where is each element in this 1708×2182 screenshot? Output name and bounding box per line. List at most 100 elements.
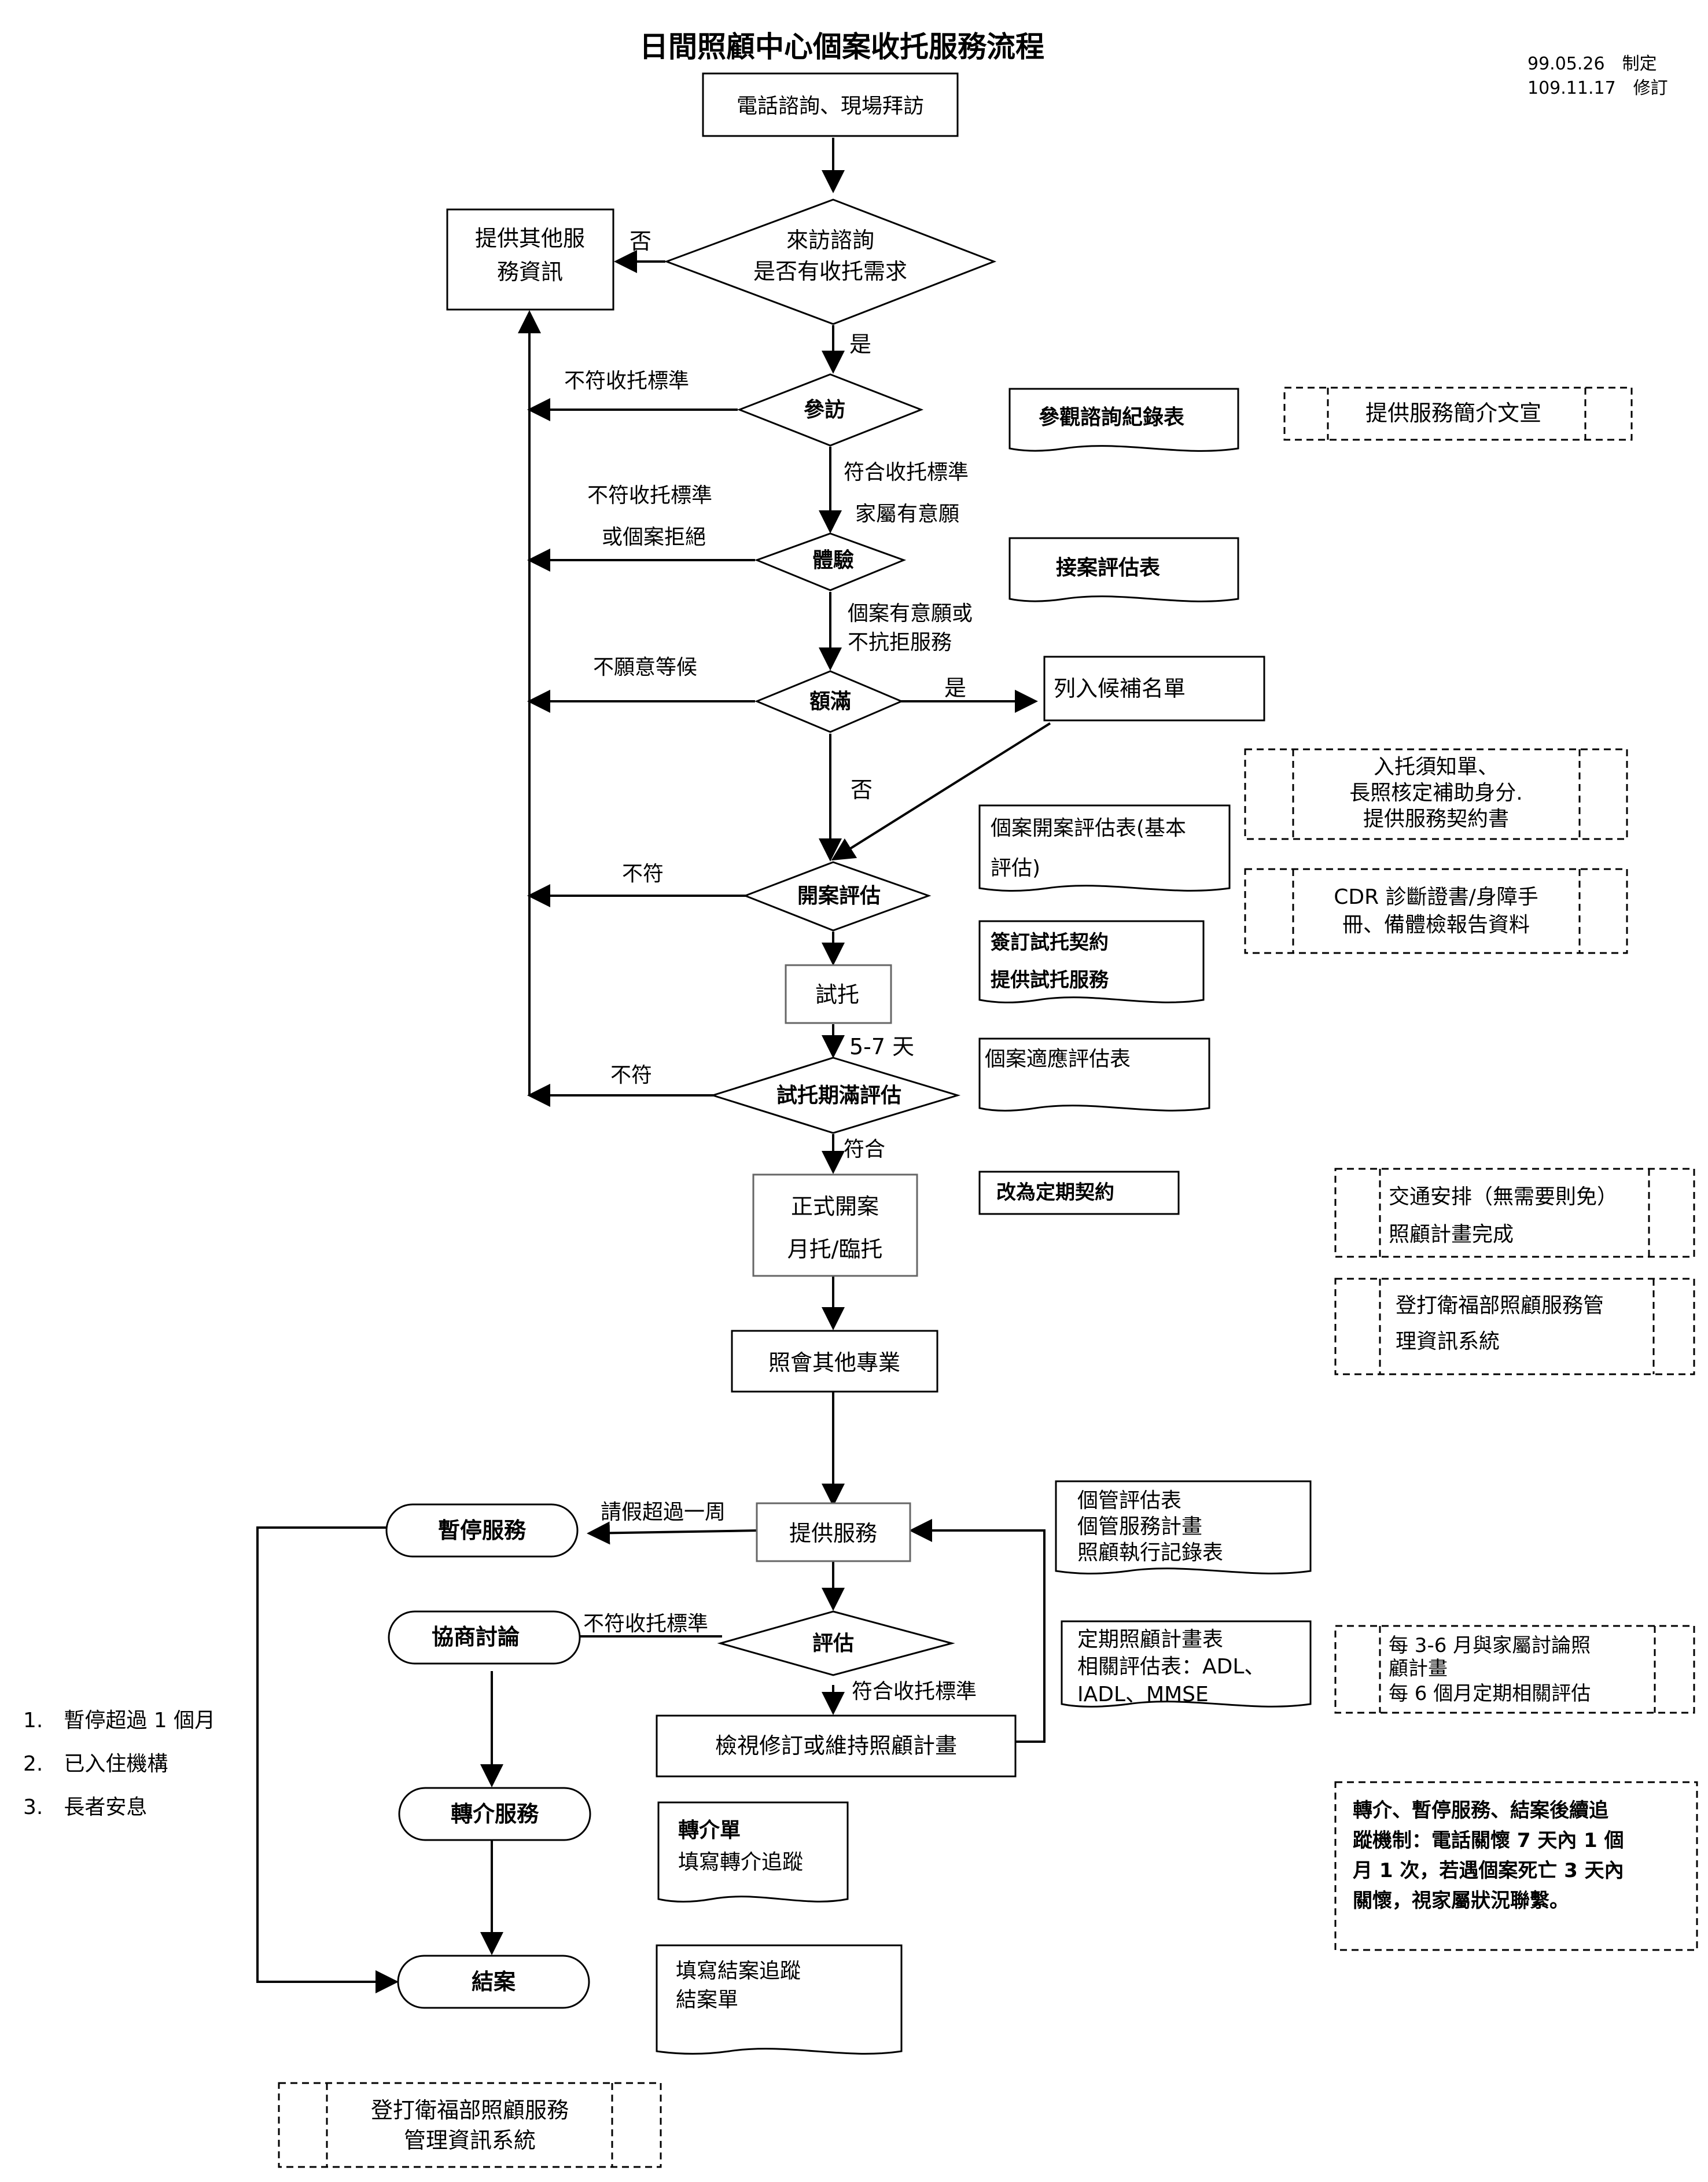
svg-text:提供服務: 提供服務	[789, 1521, 877, 1546]
note-admission: 入托須知單、 長照核定補助身分. 提供服務契約書	[1244, 748, 1628, 840]
node-review-plan: 檢視修訂或維持照顧計畫	[656, 1714, 1017, 1778]
svg-text:符合: 符合	[844, 1138, 885, 1161]
node-trial: 試托	[785, 964, 892, 1024]
node-trial-experience: 體驗	[754, 532, 907, 591]
node-provide-service: 提供服務	[756, 1502, 911, 1562]
svg-text:個案有意願或: 個案有意願或	[848, 602, 973, 625]
node-negotiate: 協商討論	[388, 1610, 581, 1665]
svg-text:正式開案: 正式開案	[791, 1194, 879, 1219]
svg-text:參觀諮詢紀錄表: 參觀諮詢紀錄表	[1039, 405, 1184, 429]
svg-text:電話諮詢、現場拜訪: 電話諮詢、現場拜訪	[737, 94, 924, 118]
doc-referral-form: 轉介單 填寫轉介追蹤	[657, 1801, 849, 1903]
svg-text:是: 是	[849, 332, 871, 357]
svg-text:顧計畫: 顧計畫	[1389, 1657, 1448, 1680]
svg-text:不符: 不符	[622, 862, 664, 886]
doc-case-mgmt: 個管評估表 個管服務計畫 照顧執行記錄表	[1055, 1480, 1312, 1574]
svg-text:定期照顧計畫表: 定期照顧計畫表	[1077, 1628, 1223, 1651]
svg-text:符合收托標準: 符合收托標準	[852, 1680, 977, 1703]
node-assess: 評估	[717, 1610, 955, 1676]
doc-fixed-contract: 改為定期契約	[978, 1171, 1180, 1215]
svg-text:否: 否	[630, 229, 651, 254]
svg-text:開案評估: 開案評估	[797, 884, 881, 908]
svg-text:試托: 試托	[815, 982, 859, 1007]
svg-text:理資訊系統: 理資訊系統	[1396, 1330, 1500, 1353]
doc-sign-trial: 簽訂試托契約 提供試托服務	[978, 920, 1205, 1004]
note-register-2: 登打衛福部照顧服務 管理資訊系統	[278, 2082, 662, 2168]
node-notify: 照會其他專業	[731, 1330, 938, 1393]
svg-text:符合收托標準: 符合收托標準	[844, 461, 969, 484]
svg-text:務資訊: 務資訊	[497, 259, 563, 285]
svg-text:請假超過一周: 請假超過一周	[601, 1500, 726, 1524]
svg-text:結案單: 結案單	[676, 1988, 738, 2012]
svg-text:評估: 評估	[812, 1632, 854, 1655]
svg-text:個管服務計畫: 個管服務計畫	[1077, 1515, 1202, 1539]
revision-made: 99.05.26 制定	[1527, 54, 1657, 74]
svg-text:關懷，視家屬狀況聯繫。: 關懷，視家屬狀況聯繫。	[1353, 1889, 1569, 1912]
svg-text:個案開案評估表(基本: 個案開案評估表(基本	[991, 816, 1186, 840]
node-formal-open: 正式開案 月托/臨托	[752, 1173, 918, 1277]
note-transport: 交通安排（無需要則免） 照顧計畫完成	[1334, 1168, 1695, 1258]
svg-text:或個案拒絕: 或個案拒絕	[602, 525, 706, 549]
svg-text:IADL、MMSE: IADL、MMSE	[1077, 1683, 1209, 1706]
svg-text:冊、備體檢報告資料: 冊、備體檢報告資料	[1342, 913, 1530, 937]
svg-text:檢視修訂或維持照顧計畫: 檢視修訂或維持照顧計畫	[715, 1733, 957, 1758]
close-reasons-list: 1. 暫停超過 1 個月 2. 已入住機構 3. 長者安息	[23, 1709, 215, 1819]
svg-text:照會其他專業: 照會其他專業	[768, 1350, 900, 1375]
svg-text:入托須知單、: 入托須知單、	[1374, 755, 1499, 779]
revision-revised: 109.11.17 修訂	[1527, 78, 1668, 98]
svg-text:蹤機制：電話關懷 7 天內 1 個: 蹤機制：電話關懷 7 天內 1 個	[1353, 1829, 1624, 1852]
svg-text:簽訂試托契約: 簽訂試托契約	[991, 931, 1109, 954]
node-open-eval: 開案評估	[742, 861, 932, 932]
svg-text:評估): 評估)	[991, 856, 1040, 880]
svg-text:提供服務契約書: 提供服務契約書	[1363, 807, 1509, 831]
svg-text:協商討論: 協商討論	[432, 1624, 520, 1650]
doc-intake-eval: 接案評估表	[1008, 537, 1239, 602]
node-close: 結案	[397, 1955, 590, 2009]
node-other-info: 提供其他服 務資訊	[446, 208, 614, 311]
svg-text:登打衛福部照顧服務: 登打衛福部照顧服務	[371, 2098, 569, 2123]
svg-text:管理資訊系統: 管理資訊系統	[404, 2128, 536, 2153]
svg-text:填寫結案追蹤: 填寫結案追蹤	[676, 1959, 801, 1983]
svg-text:每 6 個月定期相關評估: 每 6 個月定期相關評估	[1389, 1682, 1591, 1705]
svg-text:否: 否	[851, 777, 873, 803]
node-referral: 轉介服務	[398, 1787, 591, 1841]
svg-text:月托/臨托: 月托/臨托	[787, 1237, 883, 1262]
svg-text:轉介服務: 轉介服務	[451, 1801, 539, 1827]
svg-text:來訪諮詢: 來訪諮詢	[786, 227, 874, 253]
note-cdr: CDR 診斷證書/身障手 冊、備體檢報告資料	[1244, 868, 1628, 954]
svg-text:照顧執行記錄表: 照顧執行記錄表	[1077, 1541, 1223, 1565]
svg-text:不符收托標準: 不符收托標準	[564, 369, 689, 393]
svg-text:個管評估表: 個管評估表	[1077, 1489, 1181, 1513]
svg-text:CDR 診斷證書/身障手: CDR 診斷證書/身障手	[1334, 885, 1538, 909]
node-full: 額滿	[754, 670, 904, 733]
svg-text:提供服務簡介文宣: 提供服務簡介文宣	[1365, 400, 1541, 426]
node-trial-end-eval: 試托期滿評估	[709, 1057, 961, 1134]
note-followup: 轉介、暫停服務、結案後續追 蹤機制：電話關懷 7 天內 1 個 月 1 次，若遇…	[1334, 1781, 1698, 1951]
svg-text:不符收托標準: 不符收托標準	[583, 1612, 708, 1636]
svg-text:月 1 次，若遇個案死亡 3 天內: 月 1 次，若遇個案死亡 3 天內	[1353, 1859, 1624, 1882]
svg-text:改為定期契約: 改為定期契約	[996, 1181, 1114, 1204]
svg-text:提供試托服務: 提供試托服務	[991, 969, 1109, 992]
doc-visit-record: 參觀諮詢紀錄表	[1008, 388, 1239, 452]
svg-text:5-7 天: 5-7 天	[849, 1034, 914, 1059]
svg-text:不符: 不符	[610, 1064, 652, 1087]
svg-text:額滿: 額滿	[809, 690, 851, 713]
svg-text:登打衛福部照顧服務管: 登打衛福部照顧服務管	[1396, 1294, 1604, 1318]
svg-text:列入候補名單: 列入候補名單	[1054, 676, 1186, 701]
svg-text:交通安排（無需要則免）: 交通安排（無需要則免）	[1389, 1185, 1618, 1209]
svg-text:家屬有意願: 家屬有意願	[855, 502, 959, 526]
svg-text:每 3-6 月與家屬討論照: 每 3-6 月與家屬討論照	[1389, 1634, 1591, 1657]
doc-close-form: 填寫結案追蹤 結案單	[656, 1944, 903, 2055]
edge-labels: 否 是 不符收托標準 符合收托標準 家屬有意願 不符收托標準 或個案拒絕 個案有…	[564, 229, 977, 1703]
svg-text:是否有收托需求: 是否有收托需求	[753, 259, 907, 284]
svg-text:長照核定補助身分.: 長照核定補助身分.	[1349, 781, 1522, 805]
svg-text:不抗拒服務: 不抗拒服務	[848, 631, 952, 654]
node-waitlist: 列入候補名單	[1043, 656, 1265, 722]
node-phone-visit: 電話諮詢、現場拜訪	[702, 72, 959, 137]
svg-text:提供其他服: 提供其他服	[475, 226, 585, 251]
svg-text:是: 是	[944, 675, 966, 701]
svg-text:轉介單: 轉介單	[678, 1819, 741, 1842]
note-register-1: 登打衛福部照顧服務管 理資訊系統	[1334, 1278, 1695, 1375]
note-discuss: 每 3-6 月與家屬討論照 顧計畫 每 6 個月定期相關評估	[1334, 1625, 1695, 1714]
svg-text:相關評估表：ADL、: 相關評估表：ADL、	[1077, 1655, 1265, 1679]
